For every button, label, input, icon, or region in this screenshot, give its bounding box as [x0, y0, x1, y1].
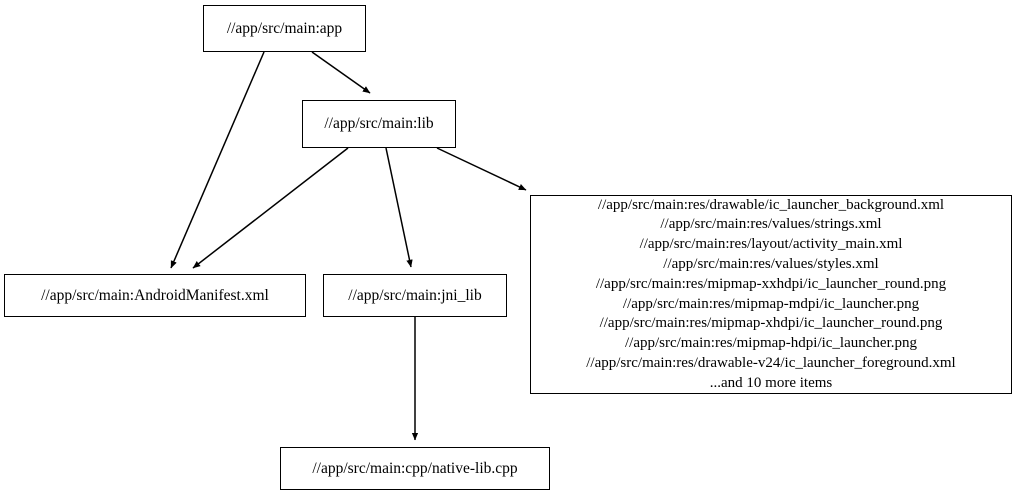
graph-node-jni-lib[interactable]: //app/src/main:jni_lib — [323, 274, 507, 317]
edge-lib-to-manifest — [192, 147, 349, 269]
edge-app-to-lib — [311, 51, 371, 94]
edge-lib-to-jni-lib — [385, 147, 413, 268]
graph-node-android-manifest-label: //app/src/main:AndroidManifest.xml — [41, 286, 269, 304]
graph-node-native-lib-cpp[interactable]: //app/src/main:cpp/native-lib.cpp — [280, 447, 550, 490]
graph-node-lib-label: //app/src/main:lib — [324, 115, 434, 133]
graph-node-app[interactable]: //app/src/main:app — [203, 5, 366, 52]
graph-node-jni-lib-label: //app/src/main:jni_lib — [348, 286, 482, 304]
graph-node-native-lib-cpp-label: //app/src/main:cpp/native-lib.cpp — [312, 459, 518, 477]
graph-node-resources-bundle-label: //app/src/main:res/drawable/ic_launcher_… — [586, 196, 956, 391]
edge-lib-to-resources — [436, 147, 527, 191]
graph-node-android-manifest[interactable]: //app/src/main:AndroidManifest.xml — [4, 274, 306, 317]
graph-node-resources-bundle[interactable]: //app/src/main:res/drawable/ic_launcher_… — [530, 195, 1012, 394]
edge-app-to-manifest — [170, 51, 265, 269]
graph-node-lib[interactable]: //app/src/main:lib — [302, 100, 456, 148]
graph-node-app-label: //app/src/main:app — [226, 19, 343, 37]
